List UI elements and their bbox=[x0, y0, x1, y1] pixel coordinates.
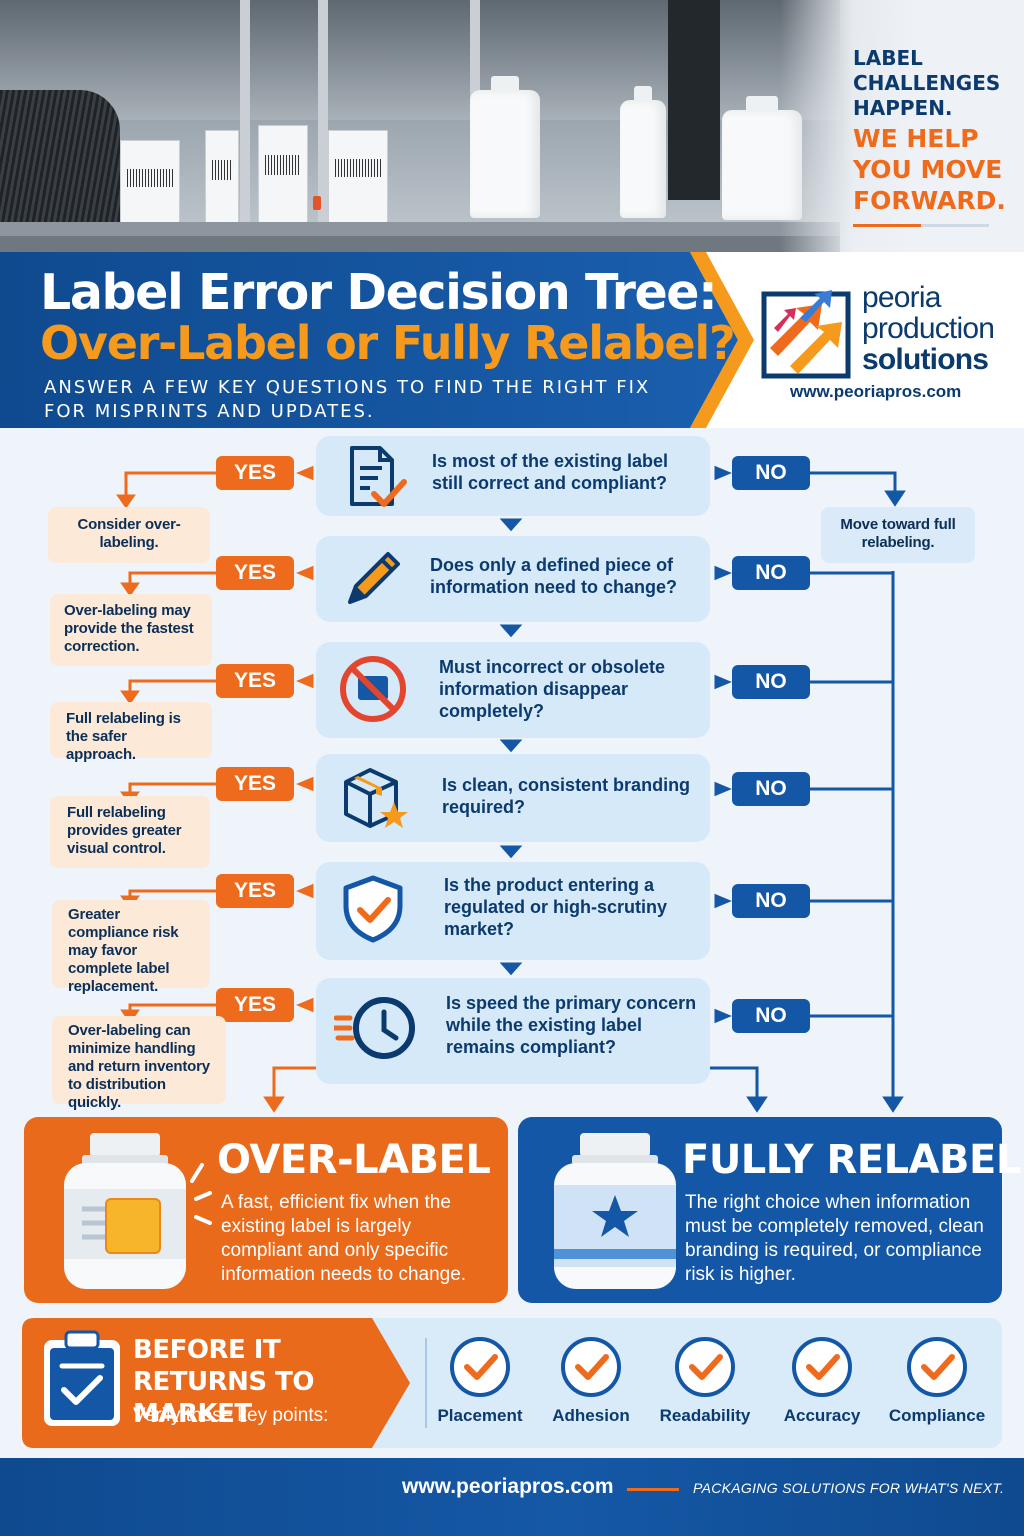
document-check-icon bbox=[350, 446, 407, 507]
checklist-divider bbox=[425, 1338, 427, 1428]
over-label-title: OVER-LABEL bbox=[217, 1137, 491, 1183]
yes-note-4: Full relabeling provides greater visual … bbox=[50, 796, 210, 868]
logo-name-line3: solutions bbox=[862, 343, 989, 376]
question-card-1: Is most of the existing label still corr… bbox=[316, 436, 710, 516]
question-card-2: Does only a defined piece of information… bbox=[316, 536, 710, 622]
peoria-logo-icon bbox=[761, 290, 851, 379]
bottle-patch-icon bbox=[64, 1133, 212, 1289]
check-label-readability: Readability bbox=[659, 1406, 751, 1425]
question-card-3: Must incorrect or obsolete information d… bbox=[316, 642, 710, 738]
tagline-line2: WE HELP YOU MOVE FORWARD. bbox=[853, 124, 1006, 215]
yes-pill-2: YES bbox=[216, 556, 294, 590]
check-circle-icon bbox=[767, 1336, 877, 1403]
hero-tagline: LABEL CHALLENGES HAPPEN. WE HELP YOU MOV… bbox=[853, 46, 1018, 216]
hero-fade bbox=[780, 0, 1024, 252]
fast-clock-icon bbox=[334, 997, 415, 1059]
label-box bbox=[258, 125, 308, 225]
logo-name: peoria production solutions bbox=[862, 282, 1012, 375]
label-box bbox=[205, 130, 239, 230]
question-text-5: Is the product entering a regulated or h… bbox=[444, 875, 668, 939]
question-card-4: Is clean, consistent branding required? bbox=[316, 754, 710, 842]
machine-post bbox=[318, 0, 328, 230]
footer bbox=[0, 1458, 1024, 1536]
question-text-6: Is speed the primary concern while the e… bbox=[446, 993, 697, 1057]
check-label-adhesion: Adhesion bbox=[552, 1406, 630, 1425]
yes-pill-5: YES bbox=[216, 874, 294, 908]
yes-note-5: Greater compliance risk may favor comple… bbox=[52, 900, 210, 995]
question-card-5: Is the product entering a regulated or h… bbox=[316, 862, 710, 960]
yes-note-1: Consider over-labeling. bbox=[48, 507, 210, 563]
check-label-accuracy: Accuracy bbox=[783, 1406, 861, 1425]
bottle bbox=[470, 76, 540, 218]
full-relabel-outcome: FULLY RELABEL The right choice when info… bbox=[518, 1117, 1021, 1303]
check-circle-icon bbox=[650, 1336, 760, 1403]
question-text-1: Is most of the existing label still corr… bbox=[432, 451, 669, 493]
title-arrow-banner bbox=[0, 252, 754, 428]
brush bbox=[0, 90, 120, 240]
question-text-3: Must incorrect or obsolete information d… bbox=[439, 657, 666, 721]
page-title-line2: Over-Label or Fully Relabel? bbox=[40, 316, 736, 370]
footer-url[interactable]: www.peoriapros.com bbox=[402, 1475, 614, 1498]
label-box bbox=[328, 130, 388, 225]
yes-pill-6: YES bbox=[216, 988, 294, 1022]
over-label-text: A fast, efficient fix when the existing … bbox=[221, 1192, 467, 1285]
yes-pill-4: YES bbox=[216, 767, 294, 801]
check-circle-icon bbox=[425, 1336, 535, 1403]
check-circle-icon bbox=[536, 1336, 646, 1403]
indicator-light bbox=[313, 196, 321, 210]
conveyor-belt bbox=[0, 222, 840, 236]
checklist-arrow-banner bbox=[22, 1318, 410, 1448]
decision-tree: Is most of the existing label still corr… bbox=[0, 428, 1024, 1113]
logo-name-line2: production bbox=[862, 312, 995, 345]
check-circle-icon bbox=[882, 1336, 992, 1403]
checklist-subtitle: Verify these key points: bbox=[133, 1405, 329, 1426]
question-text-4: Is clean, consistent branding required? bbox=[442, 775, 691, 817]
machine-post bbox=[240, 0, 250, 230]
logo-name-line1: peoria bbox=[862, 281, 941, 314]
yes-note-3: Full relabeling is the safer approach. bbox=[50, 702, 212, 763]
over-label-outcome: OVER-LABEL A fast, efficient fix when th… bbox=[24, 1117, 508, 1303]
hero-photo bbox=[0, 0, 1024, 252]
title-band bbox=[0, 252, 1024, 428]
bottle-star-icon bbox=[554, 1133, 676, 1289]
footer-tagline: PACKAGING SOLUTIONS FOR WHAT'S NEXT. bbox=[693, 1480, 1005, 1496]
check-label-placement: Placement bbox=[437, 1406, 523, 1425]
yes-pill-1: YES bbox=[216, 456, 294, 490]
no-pill-2: NO bbox=[732, 556, 810, 590]
tagline-line1: LABEL CHALLENGES HAPPEN. bbox=[853, 46, 1001, 120]
no-pill-3: NO bbox=[732, 665, 810, 699]
checklist-title: BEFORE IT RETURNS TO MARKET bbox=[133, 1335, 315, 1429]
full-relabel-text: The right choice when information must b… bbox=[685, 1192, 984, 1285]
bottle bbox=[620, 86, 666, 218]
no-pill-1: NO bbox=[732, 456, 810, 490]
page-subtitle: ANSWER A FEW KEY QUESTIONS TO FIND THE R… bbox=[44, 377, 651, 422]
machine-block bbox=[668, 0, 720, 200]
yes-note-6: Over-labeling can minimize handling and … bbox=[52, 1016, 226, 1111]
conveyor-rail bbox=[0, 236, 840, 252]
no-pill-5: NO bbox=[732, 884, 810, 918]
logo-url[interactable]: www.peoriapros.com bbox=[790, 382, 962, 401]
no-note-1: Move toward full relabeling. bbox=[821, 507, 975, 563]
box-star-icon bbox=[344, 768, 408, 828]
question-text-2: Does only a defined piece of information… bbox=[430, 555, 678, 597]
prohibited-icon bbox=[340, 656, 406, 722]
label-box bbox=[120, 140, 180, 235]
pencil-icon bbox=[348, 552, 400, 604]
no-pill-6: NO bbox=[732, 999, 810, 1033]
check-label-compliance: Compliance bbox=[888, 1406, 986, 1425]
shield-check-icon bbox=[343, 875, 403, 943]
no-pill-4: NO bbox=[732, 772, 810, 806]
yes-pill-3: YES bbox=[216, 664, 294, 698]
footer-divider bbox=[627, 1488, 679, 1491]
tagline-rule bbox=[853, 224, 989, 227]
page-title-line1: Label Error Decision Tree: bbox=[40, 264, 718, 321]
yes-note-2: Over-labeling may provide the fastest co… bbox=[50, 594, 212, 666]
full-relabel-title: FULLY RELABEL bbox=[682, 1137, 1021, 1183]
question-card-6: Is speed the primary concern while the e… bbox=[316, 978, 710, 1084]
